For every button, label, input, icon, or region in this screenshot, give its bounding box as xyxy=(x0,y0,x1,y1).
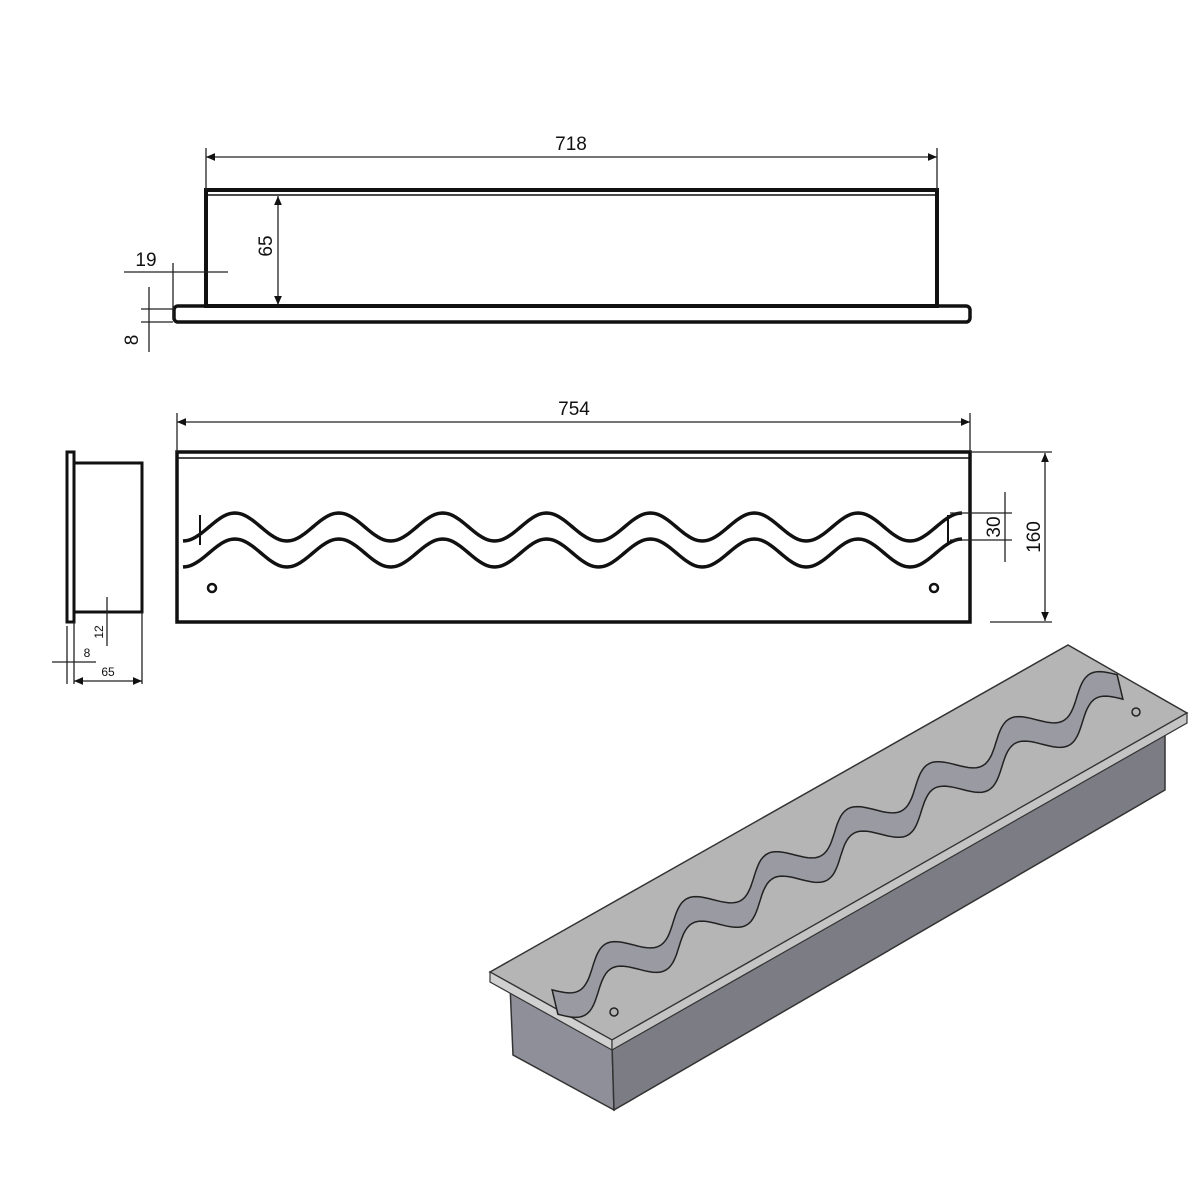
dim-label-754: 754 xyxy=(558,399,590,420)
dim-label-65-side: 65 xyxy=(101,665,115,679)
front-view-wave-bottom xyxy=(182,537,963,569)
top-view: 718 65 19 8 xyxy=(122,134,972,352)
dim-label-8: 8 xyxy=(122,335,143,346)
side-view: 12 8 65 xyxy=(52,450,144,685)
mount-hole-left xyxy=(206,582,218,594)
front-view-wave-top xyxy=(182,511,963,543)
iso-burner-slot xyxy=(551,670,1124,1019)
dim-label-65: 65 xyxy=(256,235,277,256)
iso-hole-front xyxy=(609,1007,619,1017)
dim-label-8-side: 8 xyxy=(84,646,91,660)
dim-label-19: 19 xyxy=(135,250,156,271)
isometric-view xyxy=(488,644,1189,1112)
dim-label-12: 12 xyxy=(92,625,106,639)
top-view-body xyxy=(204,188,939,308)
iso-hole-back xyxy=(1131,707,1141,717)
dim-label-718: 718 xyxy=(555,134,587,155)
dim-label-30: 30 xyxy=(984,516,1005,537)
front-view-body xyxy=(175,450,972,624)
top-view-plate xyxy=(172,304,972,324)
dim-label-160: 160 xyxy=(1024,521,1045,553)
front-view: 754 160 30 xyxy=(175,399,1052,624)
mount-hole-right xyxy=(928,582,940,594)
